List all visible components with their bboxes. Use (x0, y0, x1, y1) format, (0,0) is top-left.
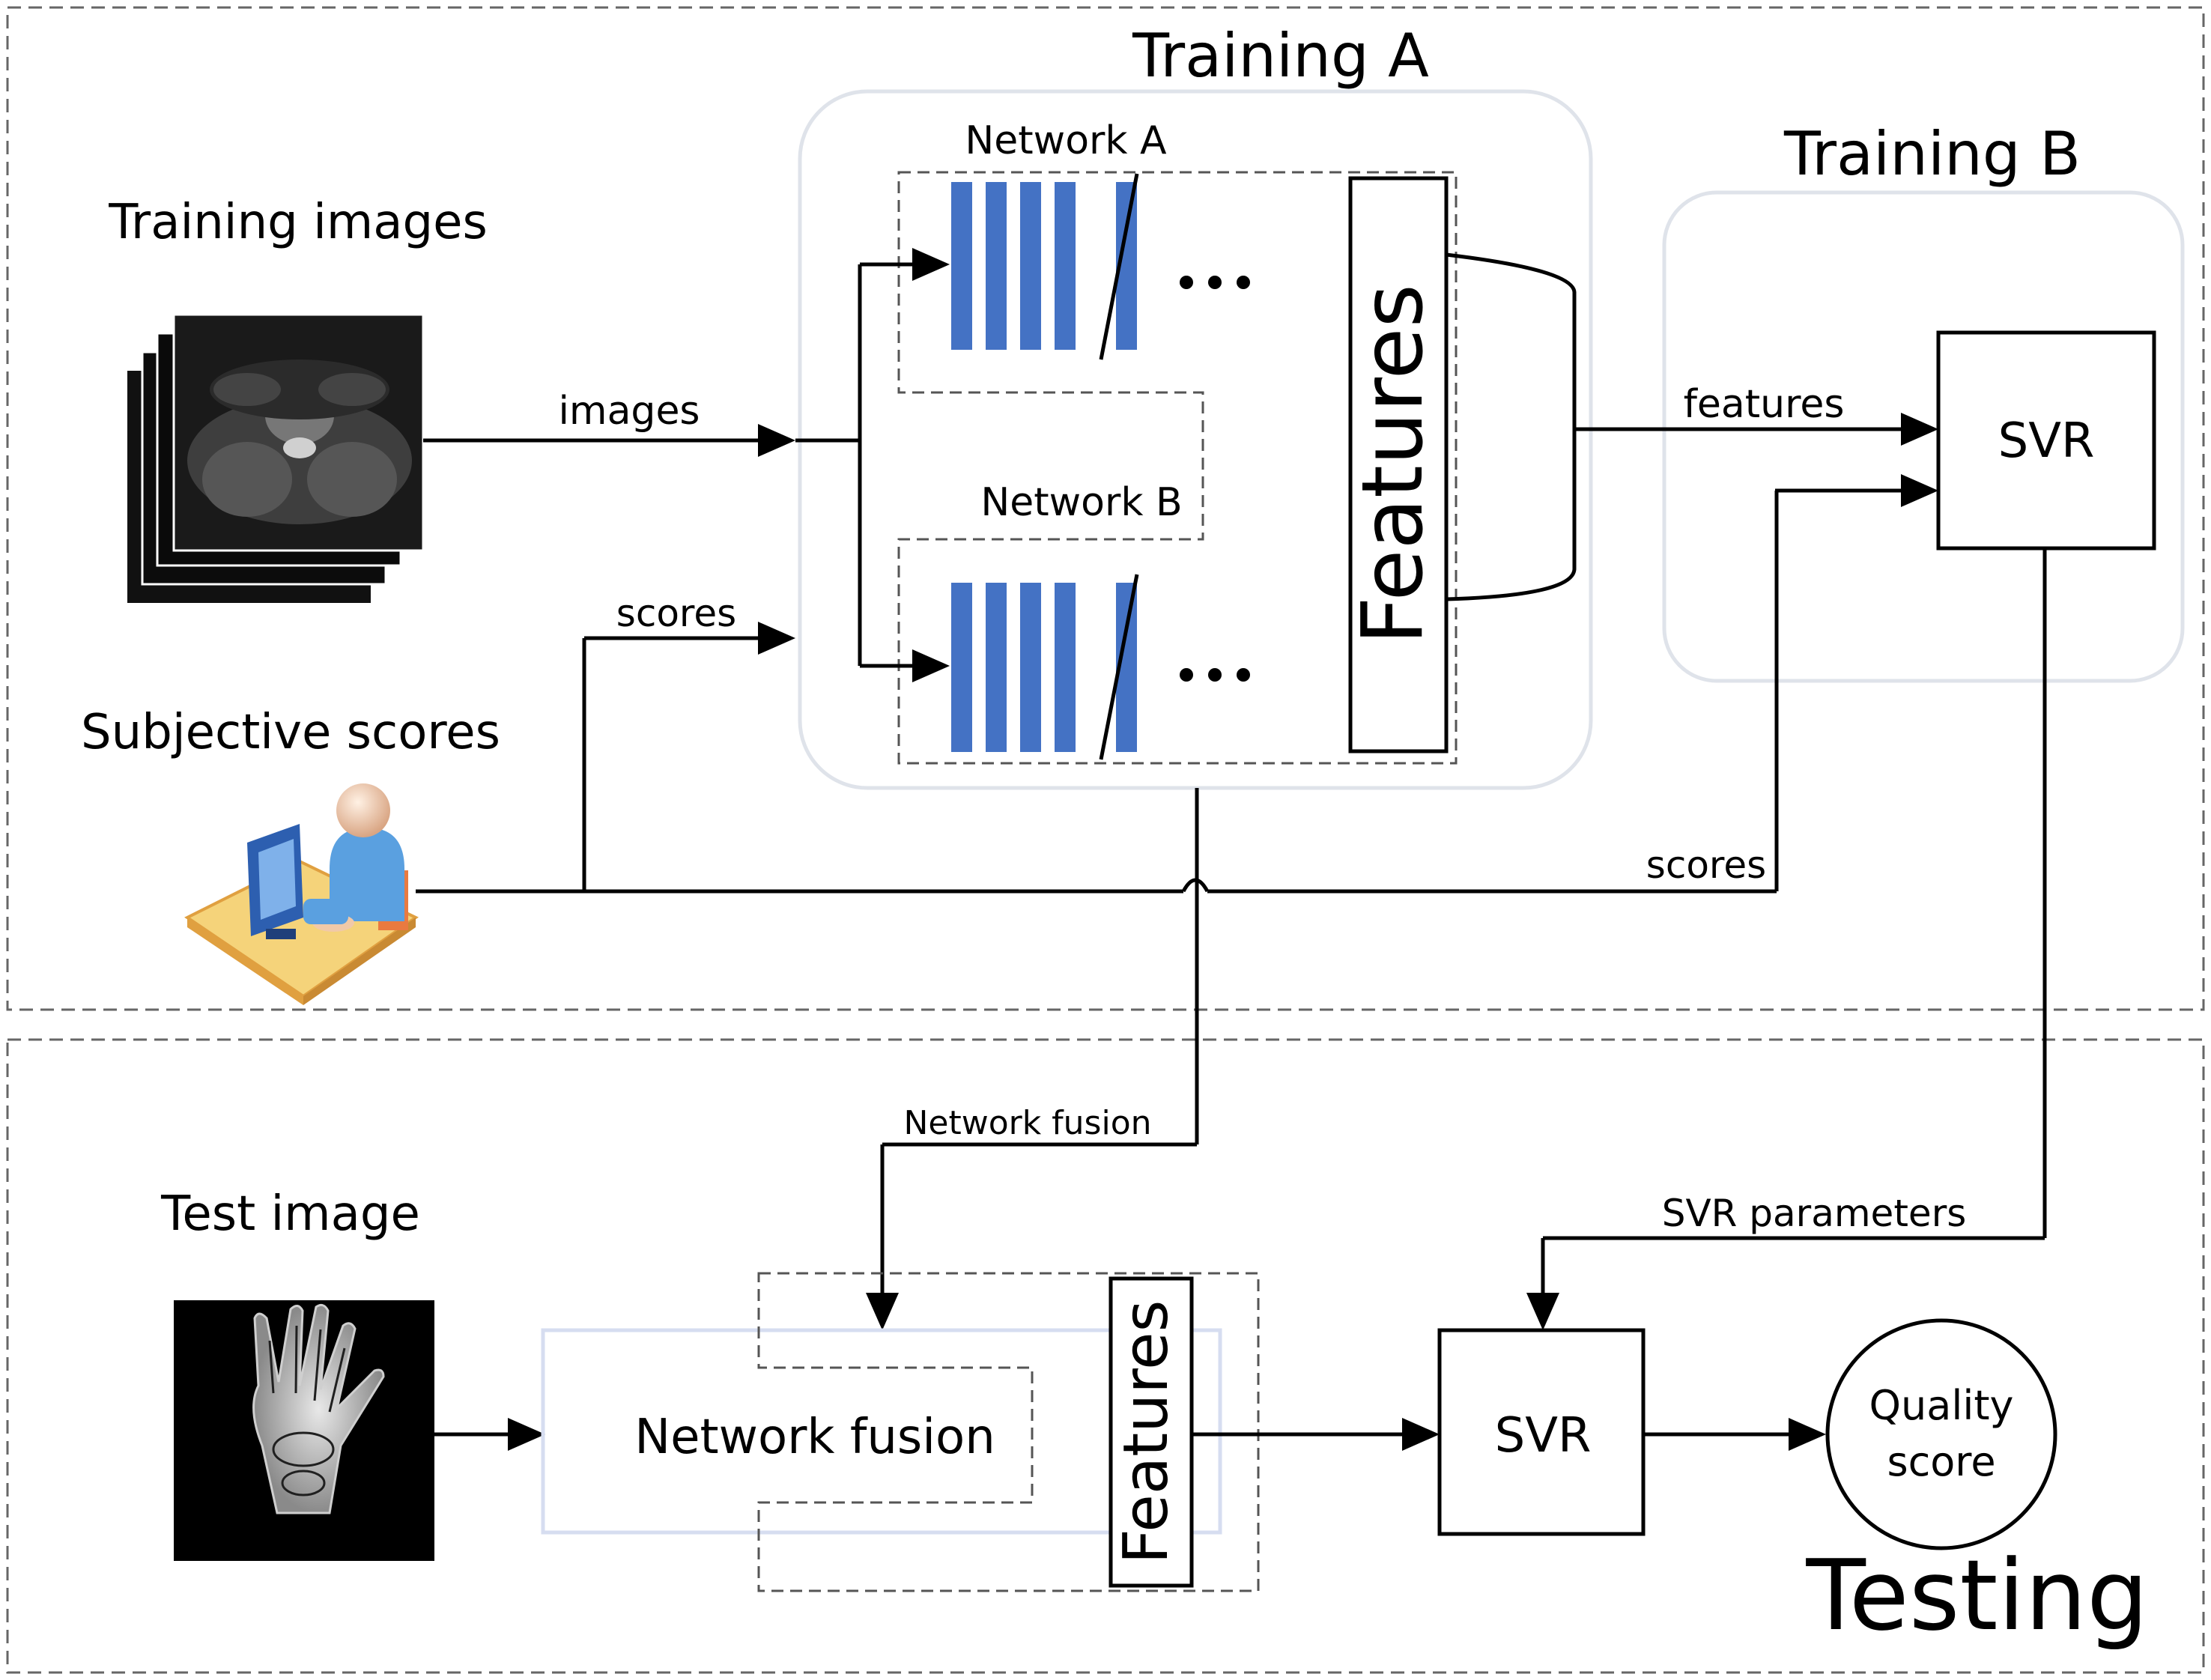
training-panel (6, 6, 2205, 1011)
features-label-training: Features (1344, 284, 1442, 645)
network-fusion-line-label: Network fusion (903, 1104, 1151, 1142)
mri-image-stack (127, 313, 425, 603)
scores-to-training-a-arrow-head (758, 622, 795, 655)
scores-to-svr-arrow-head (1901, 474, 1938, 507)
subjective-scores-label: Subjective scores (81, 705, 500, 760)
network-fusion-box (541, 1328, 1222, 1535)
features-label-testing: Features (1111, 1300, 1182, 1565)
features-to-svr-test-arrow-head (1402, 1418, 1440, 1451)
images-arrow-head (758, 424, 795, 457)
hand-mri-image (174, 1300, 434, 1561)
network-b-layer (1055, 583, 1076, 752)
network-b-layer (1020, 583, 1041, 752)
network-b-label: Network B (980, 480, 1182, 525)
network-a-layer (986, 182, 1007, 350)
svr-params-label: SVR parameters (1662, 1192, 1967, 1235)
test-image-arrow-head (508, 1418, 545, 1451)
features-to-svr-arrow-head (1901, 413, 1938, 446)
svr-params-arrow-head (1526, 1293, 1559, 1330)
network-fusion-arrow-head (866, 1293, 899, 1330)
network-a-label: Network A (965, 118, 1167, 163)
training-a-box (798, 89, 1593, 790)
training-b-box (1662, 190, 2185, 683)
network-a-ellipsis (1180, 276, 1250, 289)
network-ab-dashed-outline (897, 171, 1458, 765)
svr-training-label: SVR (1998, 413, 2095, 469)
network-b-skip-slash (1099, 574, 1139, 760)
network-b-ellipsis (1180, 668, 1250, 682)
features-box-training (1348, 176, 1449, 753)
network-a-skip-slash (1099, 173, 1139, 360)
svr-training-box (1936, 330, 2156, 551)
network-b-layers (951, 583, 1137, 752)
testing-title: Testing (1805, 1538, 2148, 1652)
training-a-title: Training A (1132, 21, 1429, 91)
svr-to-quality-arrow-head (1789, 1418, 1826, 1451)
network-a-layer (1055, 182, 1076, 350)
test-image-label: Test image (160, 1186, 420, 1242)
network-a-layers (951, 182, 1137, 350)
scores-label-top: scores (616, 592, 736, 635)
testing-panel (6, 1038, 2205, 1674)
network-fusion-dashed-outline (757, 1272, 1260, 1592)
user-at-computer-icon (184, 783, 419, 1005)
training-b-title: Training B (1783, 119, 2081, 189)
svr-testing-label: SVR (1495, 1408, 1592, 1464)
network-a-layer (1020, 182, 1041, 350)
network-b-layer (986, 583, 1007, 752)
training-images-label: Training images (108, 195, 488, 250)
quality-score-label-line1: Quality (1869, 1382, 2014, 1429)
features-box-testing (1108, 1276, 1194, 1588)
scores-label-bottom: scores (1646, 843, 1766, 887)
network-a-layer (951, 182, 972, 350)
network-fusion-box-label: Network fusion (634, 1410, 995, 1465)
features-merge-curve (1446, 252, 1577, 601)
svr-testing-box (1437, 1328, 1646, 1536)
images-arrow-label: images (558, 389, 700, 434)
quality-score-label-line2: score (1887, 1438, 1995, 1485)
to-network-b-arrow-head (912, 649, 950, 682)
quality-score-circle (1825, 1318, 2057, 1550)
features-arrow-label: features (1684, 382, 1845, 427)
to-network-a-arrow-head (912, 248, 950, 281)
network-b-layer (951, 583, 972, 752)
